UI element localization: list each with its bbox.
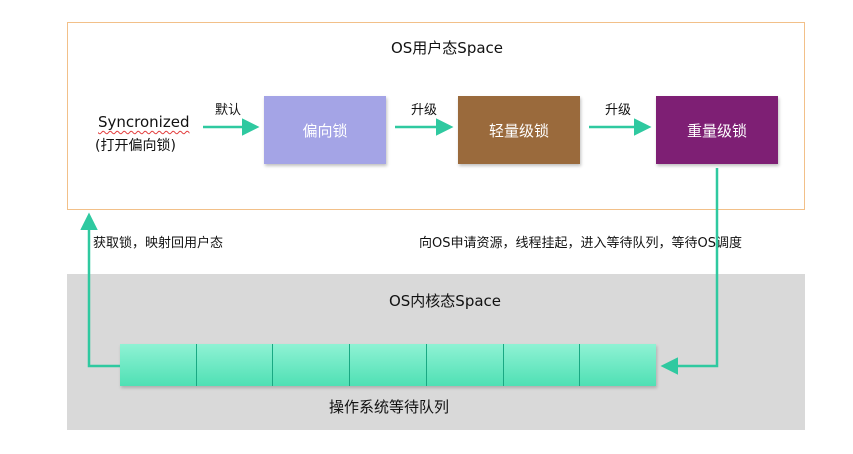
request-os-label: 向OS申请资源，线程挂起，进入等待队列，等待OS调度	[419, 236, 742, 251]
queue-slot	[273, 344, 351, 386]
queue-slot	[350, 344, 427, 386]
acquire-lock-label: 获取锁，映射回用户态	[93, 236, 224, 251]
user-space-title: OS用户态Space	[390, 39, 504, 57]
heavyweight-lock-box: 重量级锁	[656, 96, 778, 164]
queue-slot	[426, 344, 504, 386]
biased-lock-box: 偏向锁	[264, 96, 386, 164]
queue-slot	[503, 344, 581, 386]
syncronized-sub-label: (打开偏向锁)	[95, 138, 176, 154]
syncronized-label: Syncronized	[98, 113, 190, 131]
arrow-to-kernel	[660, 168, 719, 375]
wait-queue-label: 操作系统等待队列	[328, 398, 450, 416]
kernel-space-title: OS内核态Space	[388, 292, 502, 310]
wait-queue	[120, 344, 657, 386]
queue-slot	[120, 344, 197, 386]
lightweight-lock-box: 轻量级锁	[458, 96, 580, 164]
upgrade-edge-label-1: 升级	[410, 103, 438, 118]
arrow-back-to-user	[80, 212, 120, 368]
upgrade-edge-label-2: 升级	[604, 103, 632, 118]
queue-slot	[580, 344, 657, 386]
default-edge-label: 默认	[214, 103, 242, 118]
queue-slot	[196, 344, 274, 386]
